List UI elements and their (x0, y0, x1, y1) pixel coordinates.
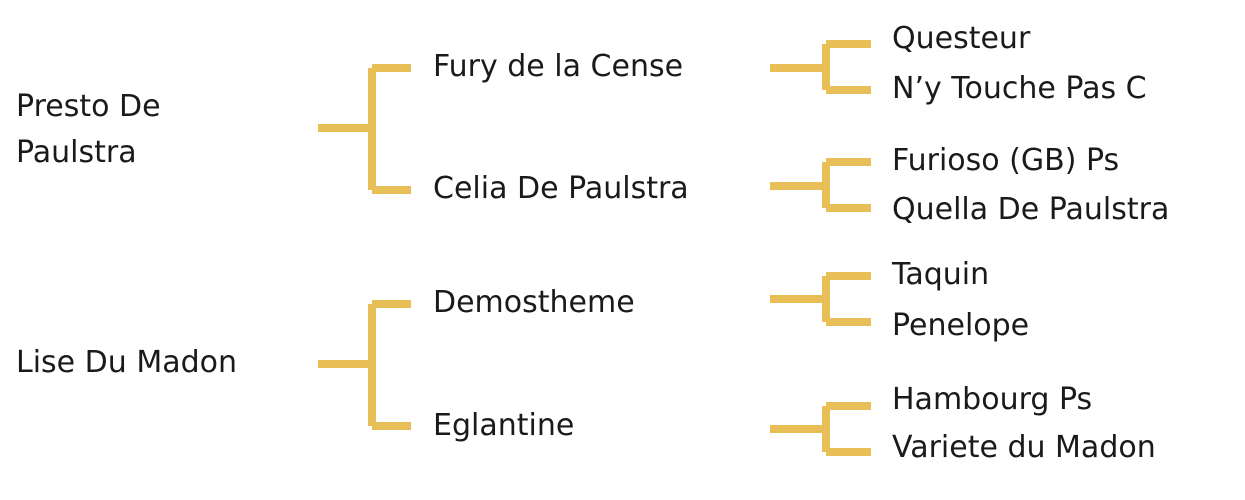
dam-dam-name: Eglantine (433, 408, 575, 443)
sire-sire-sire-name: Questeur (892, 21, 1031, 56)
sire-dam-name: Celia De Paulstra (433, 171, 689, 206)
connector-demostheme-branch (770, 272, 871, 326)
dam-sire-dam-name: Penelope (892, 308, 1030, 343)
sire-sire-dam-name: N’y Touche Pas C (892, 71, 1147, 106)
sire-dam-dam-name: Quella De Paulstra (892, 192, 1170, 227)
connector-fury-branch (770, 40, 871, 94)
sire-name: Presto De Paulstra (16, 89, 161, 170)
connector-dam-branch (318, 300, 411, 430)
dam-name: Lise Du Madon (16, 345, 238, 380)
connector-celia-branch (770, 158, 871, 212)
connector-eglantine-branch (770, 402, 871, 456)
dam-dam-dam-name: Variete du Madon (892, 430, 1156, 465)
dam-dam-sire-name: Hambourg Ps (892, 382, 1093, 417)
sire-sire-name: Fury de la Cense (433, 49, 684, 84)
dam-sire-sire-name: Taquin (892, 257, 990, 292)
sire-dam-sire-name: Furioso (GB) Ps (892, 143, 1120, 178)
connector-sire-branch (318, 64, 411, 194)
dam-sire-name: Demostheme (433, 285, 635, 320)
